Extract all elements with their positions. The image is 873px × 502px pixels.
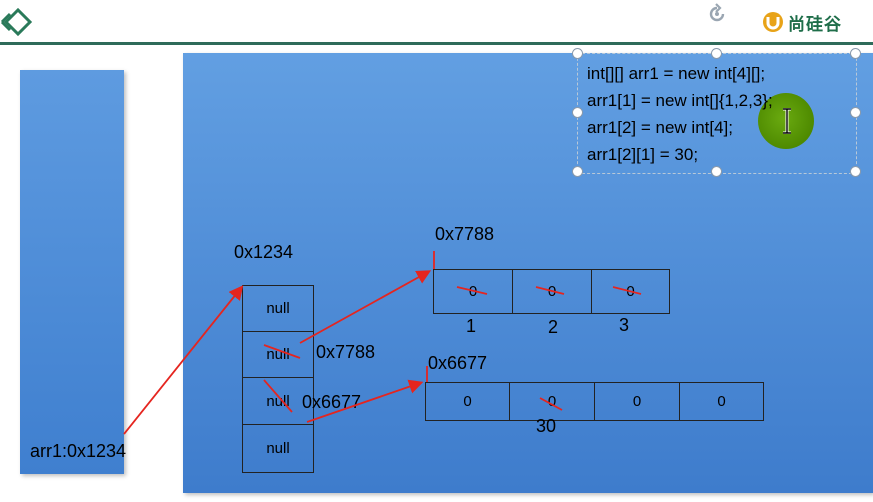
resize-handle-mr[interactable] xyxy=(850,107,861,118)
array-a-value: 3 xyxy=(619,315,630,335)
brand-text: 尚硅谷 xyxy=(788,14,842,35)
text-cursor-icon xyxy=(783,108,791,134)
diamond-logo-icon xyxy=(0,7,33,37)
resize-handle-tm[interactable] xyxy=(711,48,722,59)
code-lines: int[][] arr1 = new int[4][]; arr1[1] = n… xyxy=(587,60,773,168)
header-divider xyxy=(0,42,873,45)
stack-panel xyxy=(20,70,124,474)
cell-value: 0 xyxy=(547,393,557,410)
array-a-value: 2 xyxy=(548,317,559,337)
resize-handle-tr[interactable] xyxy=(850,48,861,59)
cell-value: 0 xyxy=(468,283,478,300)
code-line: int[][] arr1 = new int[4][]; xyxy=(587,64,766,83)
array-a-cell: 0 xyxy=(433,269,513,314)
outer-array-cell: null xyxy=(242,424,314,473)
resize-handle-ml[interactable] xyxy=(572,107,583,118)
resize-handle-bl[interactable] xyxy=(572,166,583,177)
array-b-cell: 0 xyxy=(594,382,680,421)
cell-value: 0 xyxy=(626,283,635,300)
outer-array-address: 0x1234 xyxy=(234,242,294,262)
code-line: arr1[1] = new int[]{1,2,3}; xyxy=(587,91,773,110)
brand-logo-icon xyxy=(763,12,783,32)
array-b-cell: 0 xyxy=(425,382,510,421)
cell-value: 0 xyxy=(547,283,557,300)
array-b-cell: 0 xyxy=(679,382,764,421)
cell-value: null xyxy=(266,440,290,457)
resize-handle-bm[interactable] xyxy=(711,166,722,177)
ref-label: 0x6677 xyxy=(302,392,362,412)
stack-variable-label: arr1:0x1234 xyxy=(30,441,127,461)
cell-value: 0 xyxy=(632,393,642,410)
outer-array-cell: null xyxy=(242,331,314,378)
cell-value: 0 xyxy=(463,393,472,410)
array-a-address: 0x7788 xyxy=(435,224,495,244)
resize-handle-tl[interactable] xyxy=(572,48,583,59)
array-a-cell: 0 xyxy=(512,269,592,314)
array-b-address: 0x6677 xyxy=(428,353,488,373)
top-bar xyxy=(0,0,873,46)
rotate-handle-icon[interactable] xyxy=(705,2,729,26)
cell-value: 0 xyxy=(717,393,726,410)
resize-handle-br[interactable] xyxy=(850,166,861,177)
cell-value: null xyxy=(266,300,290,317)
outer-array-cell: null xyxy=(242,285,314,332)
array-b-value: 30 xyxy=(536,416,557,436)
array-a-value: 1 xyxy=(466,316,477,336)
cell-value: null xyxy=(266,392,290,410)
brand-logo: 尚硅谷 xyxy=(762,7,842,37)
array-a-cell: 0 xyxy=(591,269,670,314)
code-line: arr1[2] = new int[4]; xyxy=(587,118,733,137)
cell-value: null xyxy=(266,346,290,363)
code-line: arr1[2][1] = 30; xyxy=(587,145,699,164)
ref-label: 0x7788 xyxy=(316,342,376,362)
